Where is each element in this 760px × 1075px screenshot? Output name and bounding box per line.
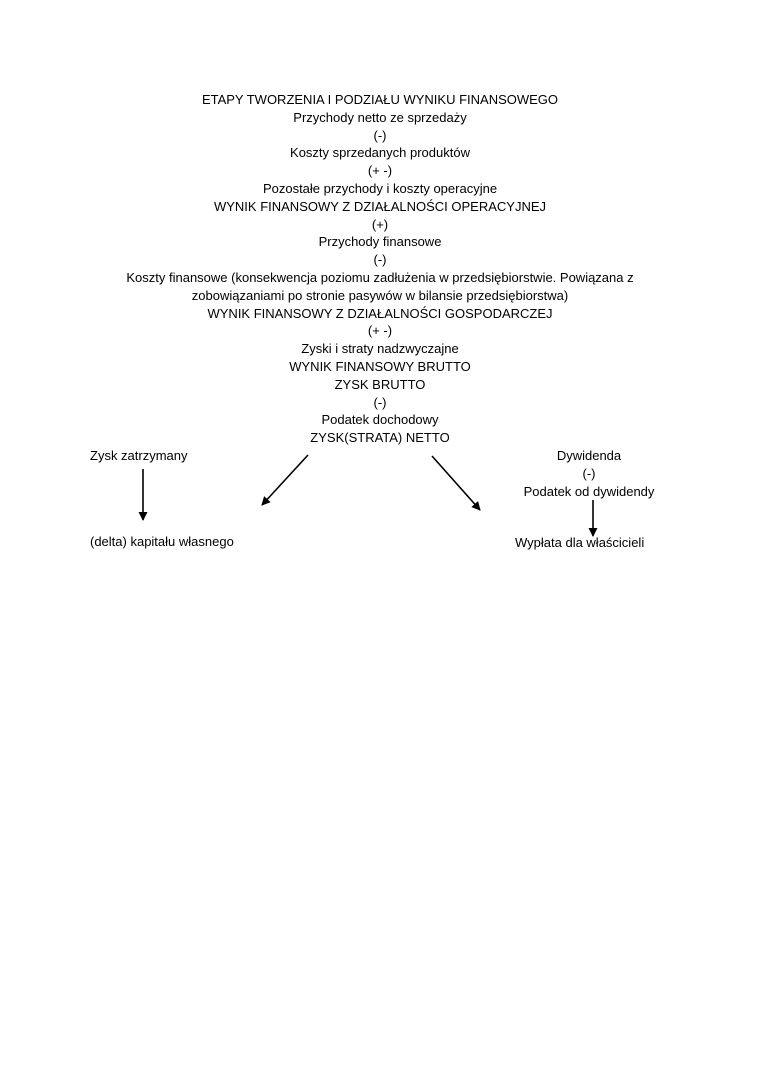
- flow-step-pozostale-przychody: Pozostałe przychody i koszty operacyjne: [262, 180, 498, 196]
- flow-step-operator: (-): [373, 127, 387, 143]
- flow-step-zysk-netto: ZYSK(STRATA) NETTO: [310, 430, 450, 446]
- arrow-zysk-netto-to-dywidenda-icon: [431, 455, 481, 511]
- flow-step-operator: (+ -): [367, 323, 393, 339]
- label-podatek-od-dywidendy: Podatek od dywidendy: [523, 484, 655, 499]
- flow-step-wynik-gospodarczy: WYNIK FINANSOWY Z DZIAŁALNOŚCI GOSPODARC…: [207, 305, 553, 321]
- label-dywidenda: Dywidenda: [556, 448, 622, 463]
- label-minus-operator: (-): [582, 466, 596, 481]
- flow-step-operator: (-): [373, 252, 387, 268]
- arrow-zysk-netto-to-zysk-zatrzymany-icon: [261, 454, 309, 506]
- flow-step-zysk-brutto: ZYSK BRUTTO: [334, 376, 426, 392]
- flow-step-wynik-brutto: WYNIK FINANSOWY BRUTTO: [289, 358, 471, 374]
- flow-step-koszty-finansowe: Koszty finansowe (konsekwencja poziomu z…: [126, 269, 634, 303]
- flow-step-wynik-operacyjny: WYNIK FINANSOWY Z DZIAŁALNOŚCI OPERACYJN…: [213, 198, 547, 214]
- label-delta-kapitalu-wlasnego: (delta) kapitału własnego: [90, 534, 234, 549]
- flow-step-operator: (+): [371, 216, 389, 232]
- label-zysk-zatrzymany: Zysk zatrzymany: [90, 448, 188, 463]
- flow-step-przychody-netto: Przychody netto ze sprzedaży: [293, 109, 467, 125]
- flow-step-zyski-straty-nadzwyczajne: Zyski i straty nadzwyczajne: [301, 341, 459, 357]
- financial-result-sequence: ETAPY TWORZENIA I PODZIAŁU WYNIKU FINANS…: [0, 91, 760, 447]
- flow-step-koszty-sprzedanych: Koszty sprzedanych produktów: [290, 145, 470, 161]
- flow-step-podatek-dochodowy: Podatek dochodowy: [321, 412, 439, 428]
- flow-step-przychody-finansowe: Przychody finansowe: [318, 234, 442, 250]
- label-wyplata-dla-wlascicieli: Wypłata dla właścicieli: [515, 535, 645, 550]
- flow-step-operator: (-): [373, 394, 387, 410]
- flow-step-operator: (+ -): [367, 163, 393, 179]
- dividend-block: Dywidenda (-) Podatek od dywidendy: [515, 447, 663, 501]
- document-title: ETAPY TWORZENIA I PODZIAŁU WYNIKU FINANS…: [201, 92, 559, 107]
